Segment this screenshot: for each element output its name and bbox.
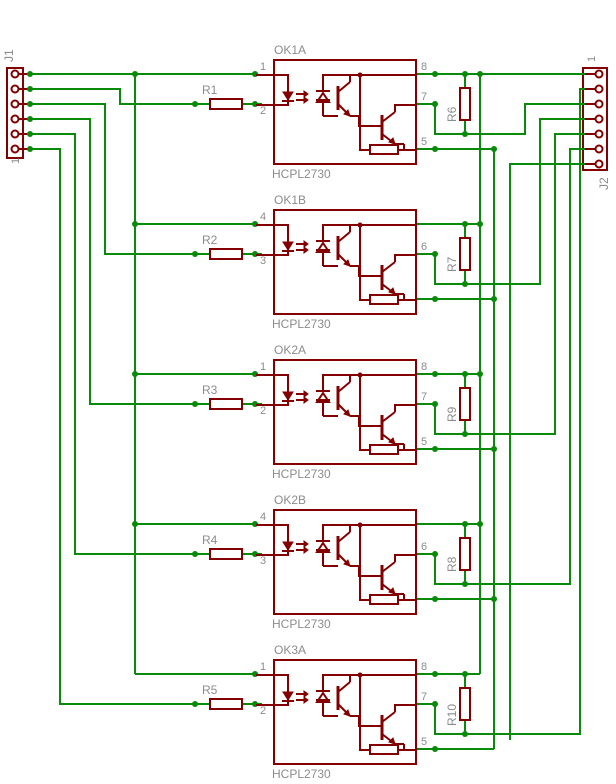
left-wiring xyxy=(27,71,262,707)
pin-numbers: 1 2 8 7 5 4 3 6 1 2 8 7 5 4 3 6 1 2 8 7 … xyxy=(260,61,427,748)
ok2b-pin-out: 6 xyxy=(421,541,427,553)
ok1b-part: HCPL2730 xyxy=(272,317,331,331)
ok1a-part: HCPL2730 xyxy=(272,167,331,181)
ok2a-pin-vcc: 8 xyxy=(421,361,427,373)
ok2a-pin-k: 2 xyxy=(260,405,266,417)
right-wiring xyxy=(416,71,585,752)
ok3a-pin-a: 1 xyxy=(260,661,266,673)
ok2b-part: HCPL2730 xyxy=(272,617,331,631)
ok1a-pin-k: 2 xyxy=(260,105,266,117)
ok3a-part: HCPL2730 xyxy=(272,767,331,781)
optocoupler-ok1b xyxy=(254,208,418,316)
j1-pin1-label: 1 xyxy=(10,158,22,164)
ok1a-name: OK1A xyxy=(274,43,306,57)
ok2a-name: OK2A xyxy=(274,343,306,357)
resistor-r10-label: R10 xyxy=(445,704,459,726)
resistor-r9-label: R9 xyxy=(445,406,459,422)
optocoupler-ok2a xyxy=(254,358,418,466)
resistor-r8-label: R8 xyxy=(445,556,459,572)
ok2a-pin-a: 1 xyxy=(260,361,266,373)
ok1a-pin-out: 7 xyxy=(421,91,427,103)
ok2a-pin-gnd: 5 xyxy=(421,436,427,448)
optocoupler-ok3a xyxy=(254,658,418,766)
ok1a-pin-a: 1 xyxy=(260,61,266,73)
ok3a-pin-gnd: 5 xyxy=(421,736,427,748)
j2-label: J2 xyxy=(597,177,611,190)
ok2a-part: HCPL2730 xyxy=(272,467,331,481)
ok1b-pin-out: 6 xyxy=(421,241,427,253)
j2-pin1-label: 1 xyxy=(586,56,598,62)
ok1a-pin-vcc: 8 xyxy=(421,61,427,73)
ok3a-pin-out: 7 xyxy=(421,691,427,703)
ok1b-name: OK1B xyxy=(274,193,306,207)
ok2b-pin-k: 3 xyxy=(260,555,266,567)
ok3a-pin-vcc: 8 xyxy=(421,661,427,673)
resistor-r7-label: R7 xyxy=(445,256,459,272)
channel-labels: OK1A HCPL2730 OK1B HCPL2730 OK2A HCPL273… xyxy=(272,43,331,781)
j1-label: J1 xyxy=(2,49,16,62)
resistor-r1-label: R1 xyxy=(202,83,218,97)
connector-j2: J2 1 xyxy=(582,56,611,190)
ok2b-name: OK2B xyxy=(274,493,306,507)
resistor-r4-label: R4 xyxy=(202,533,218,547)
ok1a-pin-gnd: 5 xyxy=(421,136,427,148)
ok1b-pin-a: 4 xyxy=(260,211,266,223)
ok2b-pin-a: 4 xyxy=(260,511,266,523)
optocoupler-ok2b xyxy=(254,508,418,616)
resistor-r6-label: R6 xyxy=(445,106,459,122)
input-resistors: R1 R2 R3 R4 R5 xyxy=(202,83,243,710)
resistor-r3-label: R3 xyxy=(202,383,218,397)
ok2a-pin-out: 7 xyxy=(421,391,427,403)
pullup-resistors: R6 R7 R9 R8 R10 xyxy=(445,87,471,726)
connector-j1: J1 1 xyxy=(2,49,30,164)
resistor-r2-label: R2 xyxy=(202,233,218,247)
ok1b-pin-k: 3 xyxy=(260,255,266,267)
optocoupler-ok1a xyxy=(254,58,418,166)
ok3a-name: OK3A xyxy=(274,643,306,657)
resistor-r5-label: R5 xyxy=(202,683,218,697)
ok3a-pin-k: 2 xyxy=(260,705,266,717)
